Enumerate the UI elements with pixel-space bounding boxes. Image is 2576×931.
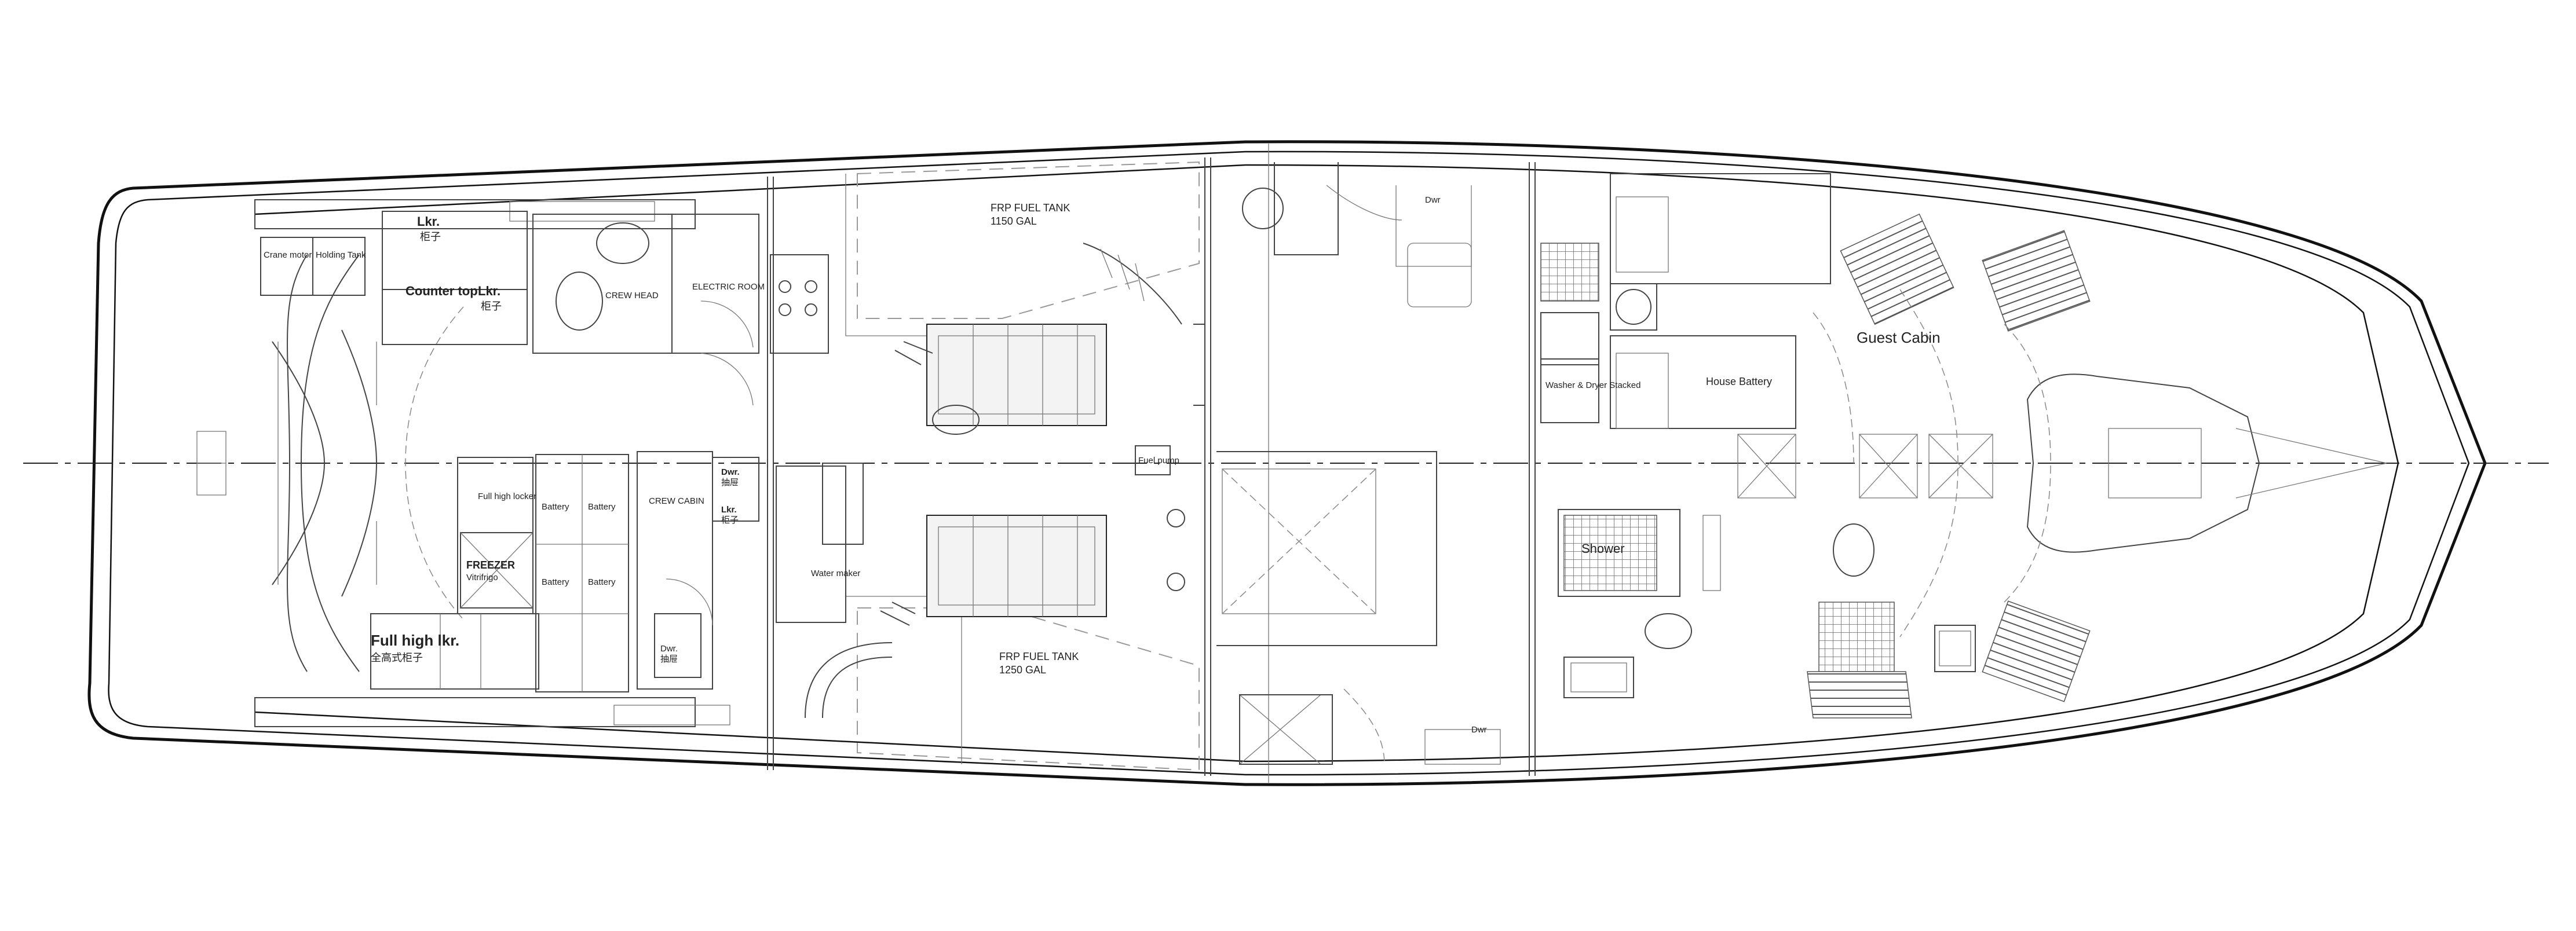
label-fuel-tank-bottom: FRP FUEL TANK: [999, 651, 1079, 662]
label-dwr-2: Dwr.: [660, 644, 678, 654]
main-engine-port: [926, 324, 1107, 426]
forward-accommodation: [1529, 162, 2387, 776]
label-lkr-2-cn: 柜子: [481, 300, 502, 312]
label-crew-cabin: CREW CABIN: [649, 496, 704, 506]
mid-deck: [1216, 162, 1501, 765]
label-holding-tank: Holding Tank: [316, 250, 366, 260]
label-fuel-tank-bottom-cap: 1250 GAL: [999, 664, 1046, 676]
label-electric-room: ELECTRIC ROOM: [692, 282, 765, 292]
label-lkr-1: Lkr.: [417, 214, 440, 229]
main-engine-starboard: [926, 515, 1107, 617]
label-lkr-3-cn: 柜子: [721, 515, 739, 525]
label-house-battery: House Battery: [1706, 376, 1772, 387]
label-lkr-3: Lkr.: [721, 505, 737, 515]
stern-area: [196, 199, 730, 727]
label-lkr-2: Lkr.: [478, 284, 500, 298]
engine-room: [767, 157, 1211, 776]
label-full-high-lkr-cn: 全高式柜子: [371, 652, 423, 664]
label-freezer: FREEZER: [466, 559, 515, 571]
crew-quarters-upper: [260, 211, 759, 406]
label-water-maker: Water maker: [811, 569, 860, 578]
label-dwr-4: Dwr: [1471, 725, 1487, 735]
label-washer-dryer: Washer & Dryer Stacked: [1545, 380, 1641, 390]
label-fuel-pump: Fuel pump: [1138, 456, 1179, 465]
label-battery-3: Battery: [542, 577, 569, 587]
crew-quarters-lower: [370, 451, 759, 692]
label-full-high-lkr: Full high lkr.: [371, 632, 459, 649]
label-guest-cabin: Guest Cabin: [1857, 329, 1941, 346]
label-dwr-3: Dwr: [1425, 195, 1441, 205]
label-dwr-1: Dwr.: [721, 467, 740, 477]
label-vitrifrigo: Vitrifrigo: [466, 573, 498, 582]
label-battery-1: Battery: [542, 502, 569, 512]
label-shower: Shower: [1581, 541, 1625, 556]
label-full-high-locker: Full high locker: [478, 492, 536, 501]
label-lkr-1-cn: 柜子: [420, 231, 441, 243]
label-dwr-1-cn: 抽屉: [721, 478, 739, 488]
labels: Crane motor Holding Tank Lkr. 柜子 Counter…: [264, 195, 1941, 735]
label-counter-top: Counter top: [405, 284, 478, 298]
label-dwr-2-cn: 抽屉: [660, 654, 678, 664]
label-battery-4: Battery: [588, 577, 616, 587]
label-crew-head: CREW HEAD: [605, 291, 659, 300]
label-battery-2: Battery: [588, 502, 616, 512]
label-crane-motor: Crane motor: [264, 250, 312, 260]
label-fuel-tank-top: FRP FUEL TANK: [991, 202, 1070, 214]
label-fuel-tank-top-cap: 1150 GAL: [991, 215, 1037, 227]
